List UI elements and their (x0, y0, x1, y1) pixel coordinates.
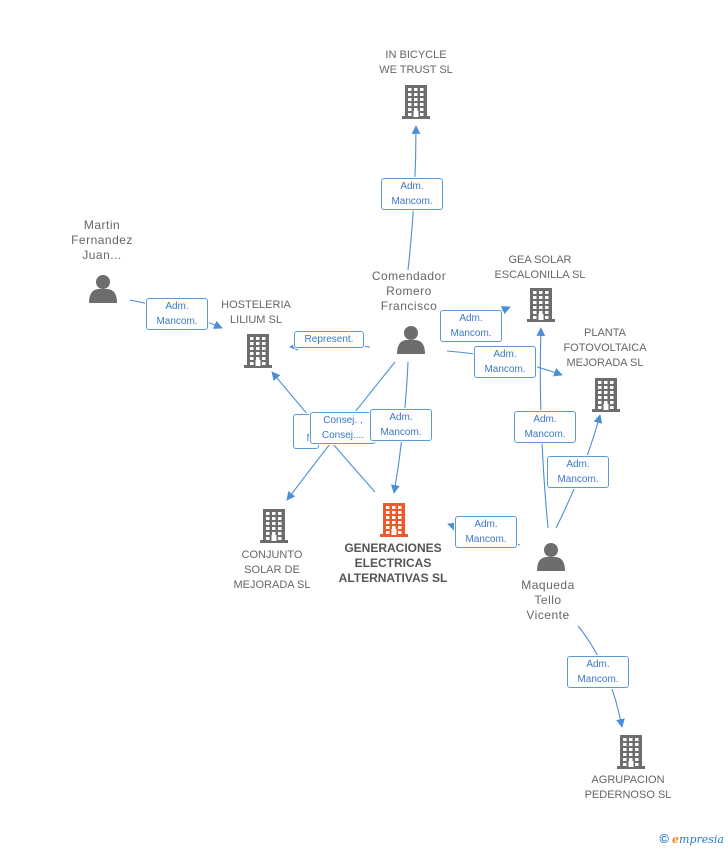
gea_solar-building-icon[interactable] (527, 288, 555, 322)
edge-label-adm-mancom[interactable]: Adm. Mancom. (547, 456, 609, 488)
footer-brand: © empresia (659, 831, 724, 846)
node-label-maqueda[interactable]: Maqueda Tello Vicente (521, 578, 575, 622)
node-label-planta[interactable]: PLANTA FOTOVOLTAICA MEJORADA SL (563, 327, 647, 369)
edge-label-adm-mancom[interactable]: Adm. Mancom. (146, 298, 208, 330)
edge-label-consej[interactable]: Consej. , Consej.... (310, 412, 376, 444)
node-label-comendador[interactable]: Comendador Romero Francisco (371, 269, 447, 313)
conjunto-building-icon[interactable] (260, 509, 288, 543)
node-label-martin[interactable]: Martin Fernandez Juan... (71, 218, 133, 262)
edge-label-adm-mancom[interactable]: Adm. Mancom. (455, 516, 517, 548)
edge-label-adm-mancom[interactable]: Adm. Mancom. (567, 656, 629, 688)
agrupacion-building-icon[interactable] (617, 735, 645, 769)
node-label-conjunto[interactable]: CONJUNTO SOLAR DE MEJORADA SL (233, 549, 311, 591)
generaciones-building-icon[interactable] (380, 503, 408, 537)
node-label-agrupacion[interactable]: AGRUPACION PEDERNOSO SL (584, 774, 672, 801)
copyright-symbol: © (659, 831, 669, 846)
node-icons (89, 85, 645, 769)
brand-logo-e: e (672, 833, 680, 846)
hosteleria-building-icon[interactable] (244, 334, 272, 368)
node-label-hosteleria[interactable]: HOSTELERIA LILIUM SL (221, 299, 291, 326)
brand-logo-text: mpresia (679, 833, 724, 846)
maqueda-person-icon[interactable] (537, 543, 565, 571)
planta-building-icon[interactable] (592, 378, 620, 412)
node-label-in-bicycle[interactable]: IN BICYCLE WE TRUST SL (379, 49, 453, 76)
node-label-generaciones[interactable]: GENERACIONES ELECTRICAS ALTERNATIVAS SL (338, 541, 448, 585)
edge-label-adm-mancom[interactable]: Adm. Mancom. (381, 178, 443, 210)
edge-label-adm-mancom[interactable]: Adm. Mancom. (370, 409, 432, 441)
edge-label-adm-mancom[interactable]: Adm. Mancom. (514, 411, 576, 443)
node-label-gea-solar[interactable]: GEA SOLAR ESCALONILLA SL (494, 254, 586, 281)
comendador-person-icon[interactable] (397, 326, 425, 354)
edge-label-adm-mancom[interactable]: Adm. Mancom. (440, 310, 502, 342)
edge-label-adm-mancom[interactable]: Adm. Mancom. (474, 346, 536, 378)
edge-label-represent[interactable]: Represent. (294, 331, 364, 348)
in_bicycle-building-icon[interactable] (402, 85, 430, 119)
martin-person-icon[interactable] (89, 275, 117, 303)
